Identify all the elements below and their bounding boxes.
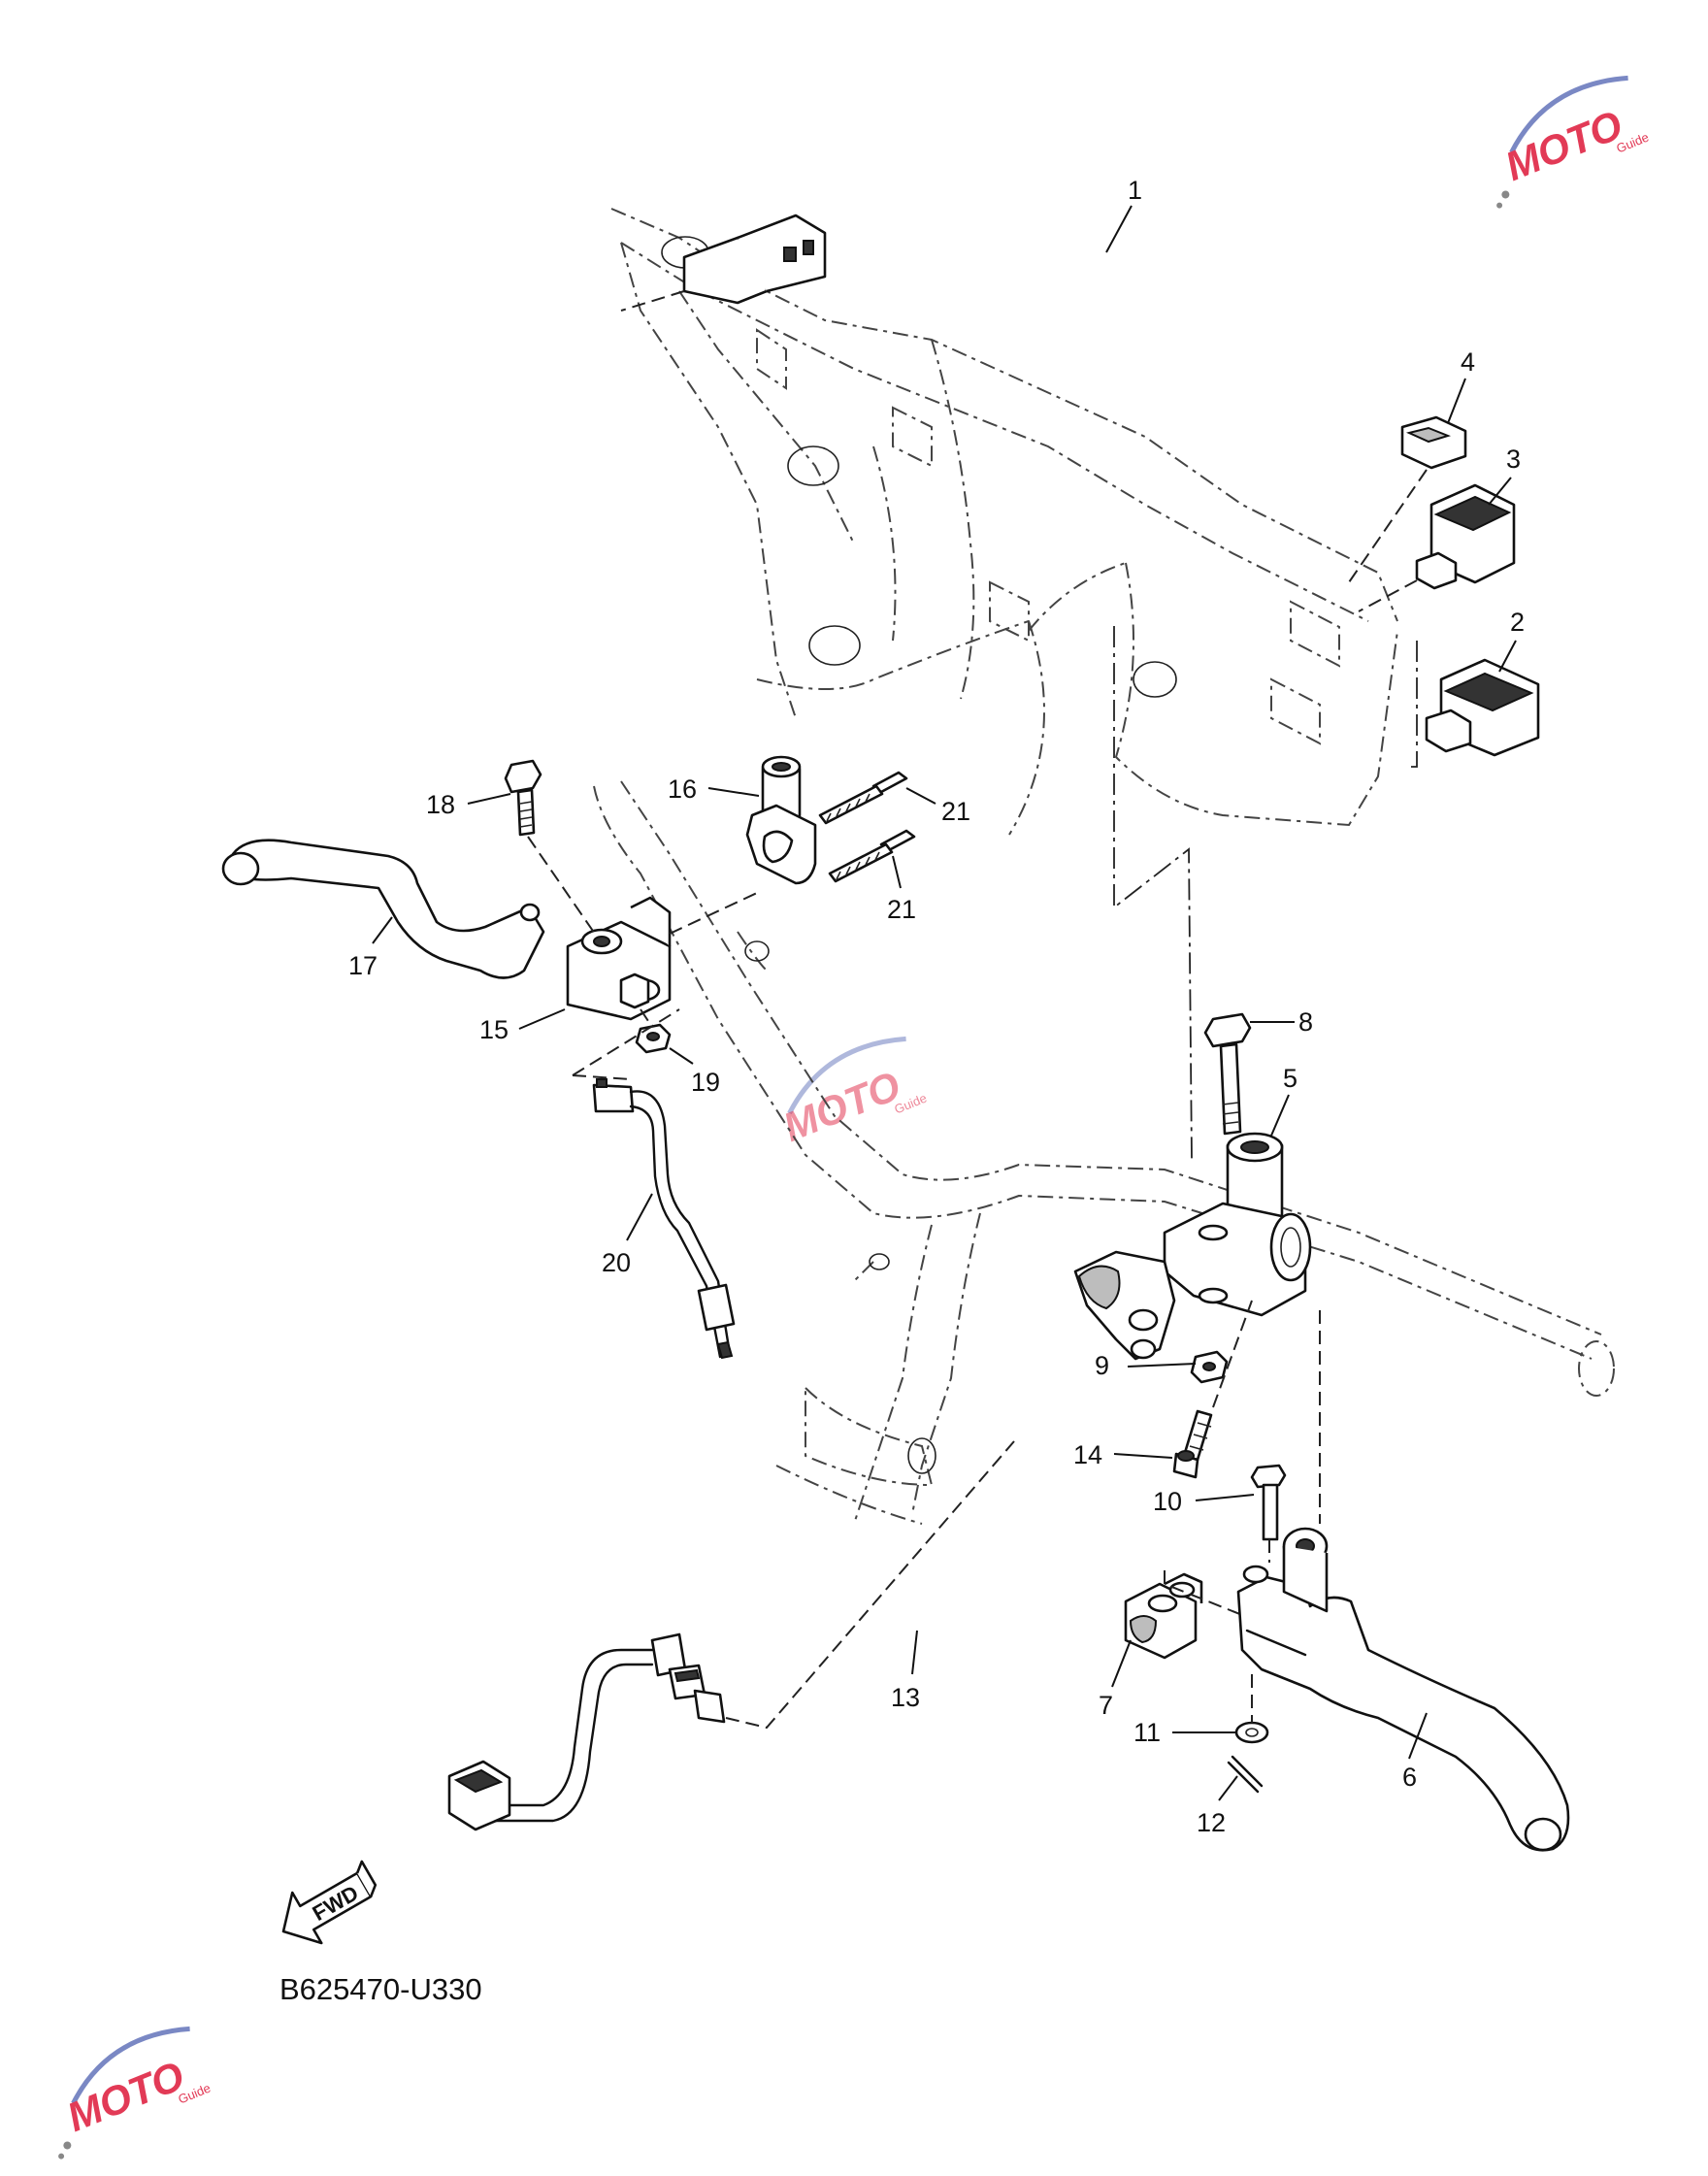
handlebar-cover-outline (610, 208, 1398, 836)
svg-text:15: 15 (479, 1015, 509, 1044)
handlebar-outline (593, 780, 1615, 1525)
callout-20: 20 (602, 1193, 653, 1277)
callout-4: 4 (1447, 347, 1475, 424)
svg-text:19: 19 (691, 1068, 720, 1097)
svg-text:2: 2 (1510, 608, 1525, 637)
svg-text:21: 21 (887, 895, 916, 924)
svg-text:6: 6 (1402, 1763, 1417, 1792)
callout-1: 1 (1105, 176, 1142, 253)
washer-part-11 (1234, 1674, 1269, 1744)
bolt-part-14 (1172, 1300, 1253, 1479)
svg-text:MOTO: MOTO (1499, 102, 1629, 189)
bolt-part-18 (504, 759, 598, 938)
svg-text:5: 5 (1283, 1064, 1297, 1093)
fwd-arrow-icon: FWD (281, 1860, 378, 1945)
svg-text:4: 4 (1461, 347, 1475, 377)
diagram-code: B625470-U330 (279, 1972, 482, 2006)
callout-8: 8 (1250, 1007, 1313, 1037)
svg-text:13: 13 (891, 1683, 920, 1712)
lever-part-6 (1236, 1310, 1570, 1852)
svg-text:21: 21 (941, 797, 970, 826)
watermark-logo-top-right: MOTO Guide (1496, 75, 1651, 209)
svg-text:1: 1 (1128, 176, 1142, 205)
watermark-logo-bottom-left: MOTO Guide (58, 2026, 213, 2160)
nut-part-9 (1190, 1350, 1229, 1384)
svg-text:MOTO: MOTO (61, 2053, 191, 2140)
callout-3: 3 (1488, 445, 1521, 506)
svg-text:16: 16 (668, 775, 697, 804)
svg-text:3: 3 (1506, 445, 1521, 474)
callout-5: 5 (1270, 1064, 1297, 1137)
svg-text:8: 8 (1298, 1007, 1313, 1037)
pin-part-12 (1227, 1755, 1264, 1794)
callout-16: 16 (668, 775, 760, 804)
bolt-part-10 (1250, 1464, 1287, 1563)
screw-part-21-upper (818, 771, 908, 825)
lever-holder-part-5 (1073, 1132, 1312, 1361)
callout-13: 13 (891, 1630, 920, 1712)
assembly-lead-zigzag (1113, 626, 1193, 1161)
callout-layer: 1 2 3 4 5 6 7 (348, 176, 1525, 1837)
callout-9: 9 (1095, 1351, 1197, 1380)
callout-11: 11 (1133, 1718, 1236, 1747)
switch-part-4 (1348, 415, 1467, 583)
switch-part-20 (572, 1008, 736, 1360)
bolt-part-8 (1203, 1012, 1252, 1136)
callout-14: 14 (1073, 1440, 1173, 1469)
svg-text:20: 20 (602, 1248, 631, 1277)
callout-10: 10 (1153, 1487, 1255, 1516)
clamp-part-16 (745, 755, 817, 885)
holder-part-7 (1124, 1570, 1258, 1660)
switch-part-2 (1425, 658, 1540, 757)
svg-text:11: 11 (1133, 1718, 1161, 1747)
svg-text:14: 14 (1073, 1440, 1102, 1469)
callout-12: 12 (1197, 1775, 1238, 1837)
callout-21-lower: 21 (887, 855, 916, 924)
screw-part-21-lower (828, 829, 916, 883)
lever-holder-part-15 (566, 892, 758, 1021)
sensor-part-13 (447, 1440, 1015, 1831)
svg-text:12: 12 (1197, 1808, 1226, 1837)
switch-part-3 (1358, 483, 1516, 612)
callout-17: 17 (348, 916, 393, 980)
callout-7: 7 (1099, 1639, 1132, 1720)
callout-21-upper: 21 (905, 787, 970, 826)
callout-18: 18 (426, 790, 511, 819)
callout-19: 19 (669, 1047, 720, 1097)
svg-text:MOTO: MOTO (777, 1063, 907, 1150)
svg-text:17: 17 (348, 951, 378, 980)
svg-text:10: 10 (1153, 1487, 1182, 1516)
callout-2: 2 (1498, 608, 1525, 673)
svg-text:18: 18 (426, 790, 455, 819)
svg-text:9: 9 (1095, 1351, 1109, 1380)
callout-15: 15 (479, 1008, 566, 1044)
callout-6: 6 (1402, 1712, 1428, 1792)
assembly-lead-right (1405, 641, 1418, 768)
nut-part-19 (635, 1008, 672, 1054)
lever-part-17 (221, 839, 545, 979)
switch-part-1 (620, 214, 827, 312)
svg-text:7: 7 (1099, 1691, 1113, 1720)
